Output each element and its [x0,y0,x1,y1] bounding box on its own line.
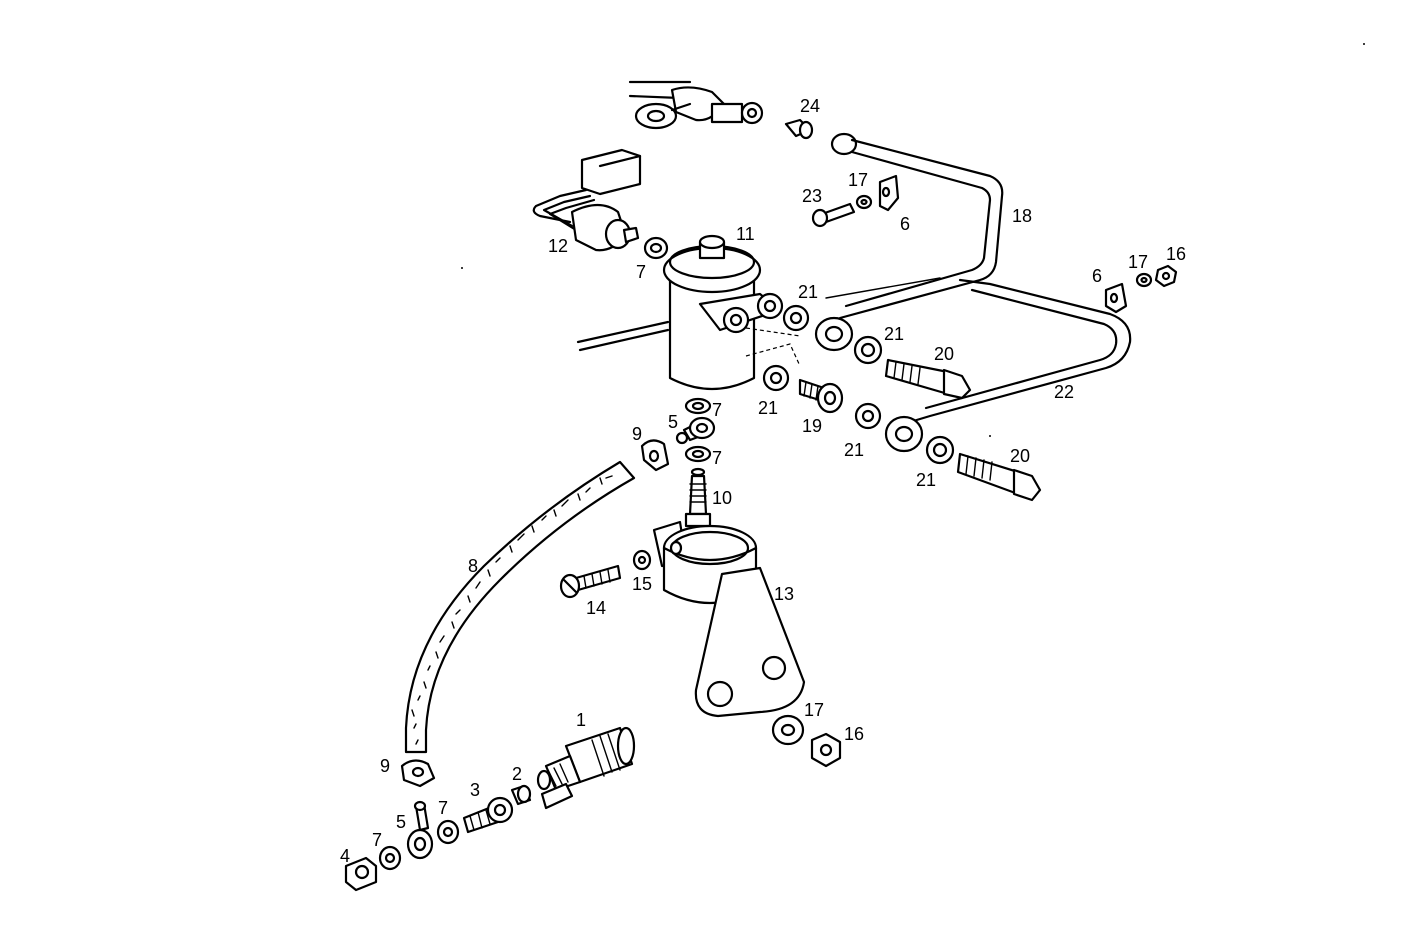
callout-16: 16 [1166,244,1186,264]
callout-13: 13 [774,584,794,604]
part-16-nut-lower [810,732,842,768]
part-4-cap-nut [344,856,378,892]
callout-3: 3 [470,780,480,800]
callout-8: 8 [468,556,478,576]
part-18-fuel-pipe [830,132,1004,320]
part-19-bolt [798,378,844,414]
callout-7: 7 [636,262,646,282]
part-1-sender [536,726,636,810]
callout-7: 7 [438,798,448,818]
callouts: 24 23 17 6 18 11 12 7 6 17 16 21 21 20 2… [340,96,1186,866]
part-9-hose-clamp-lower [400,759,436,788]
callout-5: 5 [396,812,406,832]
callout-6: 6 [1092,266,1102,286]
part-7-washer-bottom-right [436,819,460,845]
callout-23: 23 [802,186,822,206]
part-20-bolt-lower [956,452,1042,502]
part-7-washer-mid-lower [684,445,712,463]
callout-18: 18 [1012,206,1032,226]
callout-9: 9 [632,424,642,444]
callout-7: 7 [712,448,722,468]
part-21-washer-d [854,402,882,430]
part-7-washer-mid-upper [684,397,712,415]
callout-5: 5 [668,412,678,432]
part-9-hose-clamp-upper [640,439,670,472]
part-7-washer-top [643,236,669,260]
callout-21: 21 [798,282,818,302]
part-17-washer-lower [771,714,805,746]
part-7-washer-bottom-left [378,845,402,871]
callout-17: 17 [804,700,824,720]
part-6-clip-upper [878,174,900,212]
part-24-bleed-screw [784,118,814,140]
callout-21: 21 [844,440,864,460]
callout-19: 19 [802,416,822,436]
part-11-fuel-filter [576,234,801,391]
pipe-22-banjo-eye [884,415,924,453]
callout-11: 11 [736,224,755,244]
callout-7: 7 [372,830,382,850]
callout-21: 21 [916,470,936,490]
callout-21: 21 [884,324,904,344]
pipe-18-banjo-eye [814,316,854,352]
callout-21: 21 [758,398,778,418]
part-21-washer-a [782,304,810,332]
callout-1: 1 [576,710,586,730]
callout-17: 17 [848,170,868,190]
part-16-nut-right [1154,264,1178,288]
part-17-washer-upper [855,194,873,210]
part-15-washer [632,549,652,571]
part-13-bracket [652,520,806,718]
callout-22: 22 [1054,382,1074,402]
callout-20: 20 [934,344,954,364]
part-12-sensor [532,148,642,252]
callout-15: 15 [632,574,652,594]
part-6-clip-right [1104,282,1128,314]
part-8-fuel-hose [404,460,636,754]
part-5-banjo-mid [675,416,716,445]
part-23-bolt [811,202,856,228]
callout-4: 4 [340,846,350,866]
callout-2: 2 [512,764,522,784]
callout-12: 12 [548,236,568,256]
part-3-banjo-bolt [462,796,514,834]
part-21-washer-b [853,335,883,365]
callout-17: 17 [1128,252,1148,272]
callout-10: 10 [712,488,732,508]
callout-6: 6 [900,214,910,234]
part-21-washer-c [762,364,790,392]
part-10-bolt [684,467,712,528]
scan-marks [461,43,1365,437]
callout-7: 7 [712,400,722,420]
callout-9: 9 [380,756,390,776]
part-14-screw [559,564,622,599]
part-22-fuel-pipe [908,278,1132,424]
part-5-banjo-lower [406,800,434,860]
callout-24: 24 [800,96,820,116]
part-17-washer-right [1135,272,1153,288]
part-21-washer-e [925,435,955,465]
leader-lines [825,277,941,299]
callout-14: 14 [586,598,606,618]
callout-20: 20 [1010,446,1030,466]
part-20-bolt-upper [884,358,972,400]
callout-16: 16 [844,724,864,744]
top-banjo-fitting [628,80,764,130]
part-2-sleeve [510,784,532,806]
